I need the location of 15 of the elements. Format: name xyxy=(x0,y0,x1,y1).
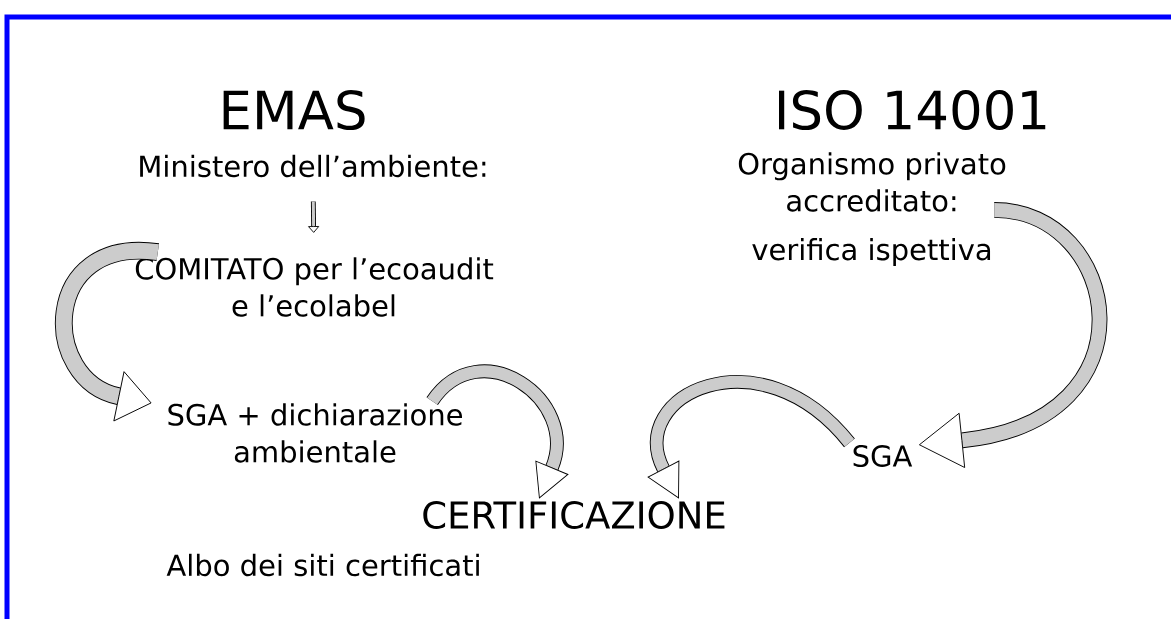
text-label: Organismo privato accreditato: xyxy=(738,152,1006,212)
curved-arrow xyxy=(427,364,569,499)
curved-arrow xyxy=(308,201,320,233)
heading: EMAS xyxy=(223,89,365,131)
text-label: Ministero dell’ambiente: xyxy=(140,154,486,178)
text-label: SGA + dichiarazione ambientale xyxy=(168,403,462,463)
text-label: Albo dei siti certificati xyxy=(166,553,479,577)
text-label: CERTIFICAZIONE xyxy=(423,501,725,529)
curved-arrow xyxy=(55,242,159,422)
text-label: verifica ispettiva xyxy=(752,237,991,267)
text-label: SGA xyxy=(853,445,913,467)
heading: ISO 14001 xyxy=(779,89,1046,131)
curved-arrow xyxy=(918,202,1108,468)
text-label: COMITATO per l’ecoaudit e l’ecolabel xyxy=(135,257,494,317)
curved-arrow xyxy=(647,375,855,499)
